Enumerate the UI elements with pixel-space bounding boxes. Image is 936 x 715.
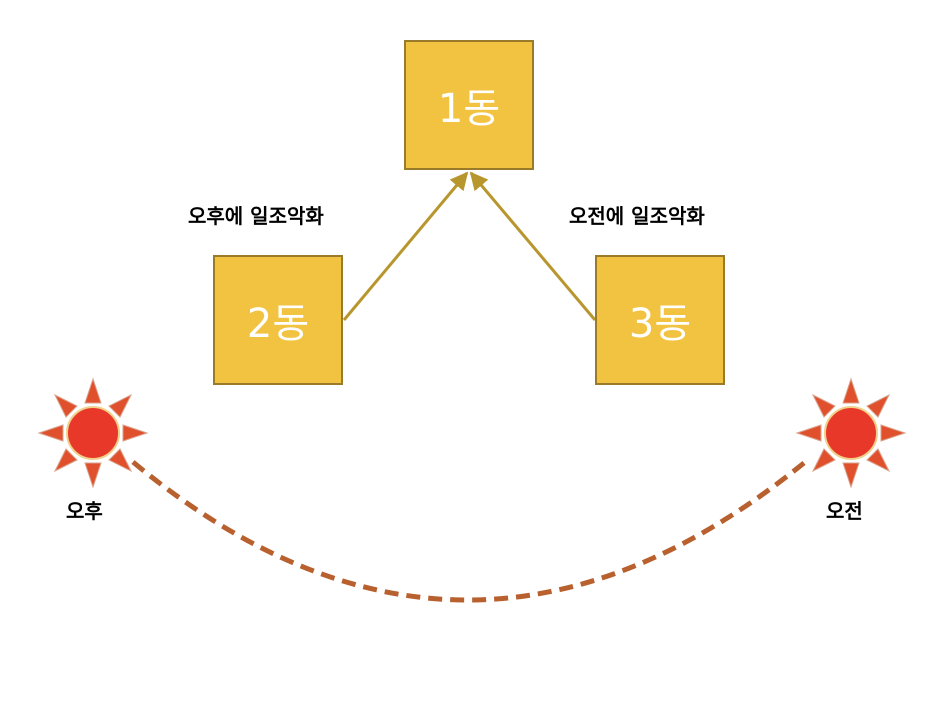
sun-path-arc <box>131 456 812 603</box>
arrow-2-to-1 <box>342 171 469 321</box>
sun-icon-right <box>795 377 907 489</box>
building-2: 2동 <box>213 255 343 385</box>
note-afternoon-shading: 오후에 일조악화 <box>188 204 324 228</box>
sun-icon-left <box>37 377 149 489</box>
building-3: 3동 <box>595 255 725 385</box>
building-1: 1동 <box>404 40 534 170</box>
arrow-3-to-1 <box>469 171 597 321</box>
sun-label-morning: 오전 <box>826 499 863 523</box>
note-morning-shading: 오전에 일조악화 <box>569 204 705 228</box>
sun-label-afternoon: 오후 <box>66 499 103 523</box>
